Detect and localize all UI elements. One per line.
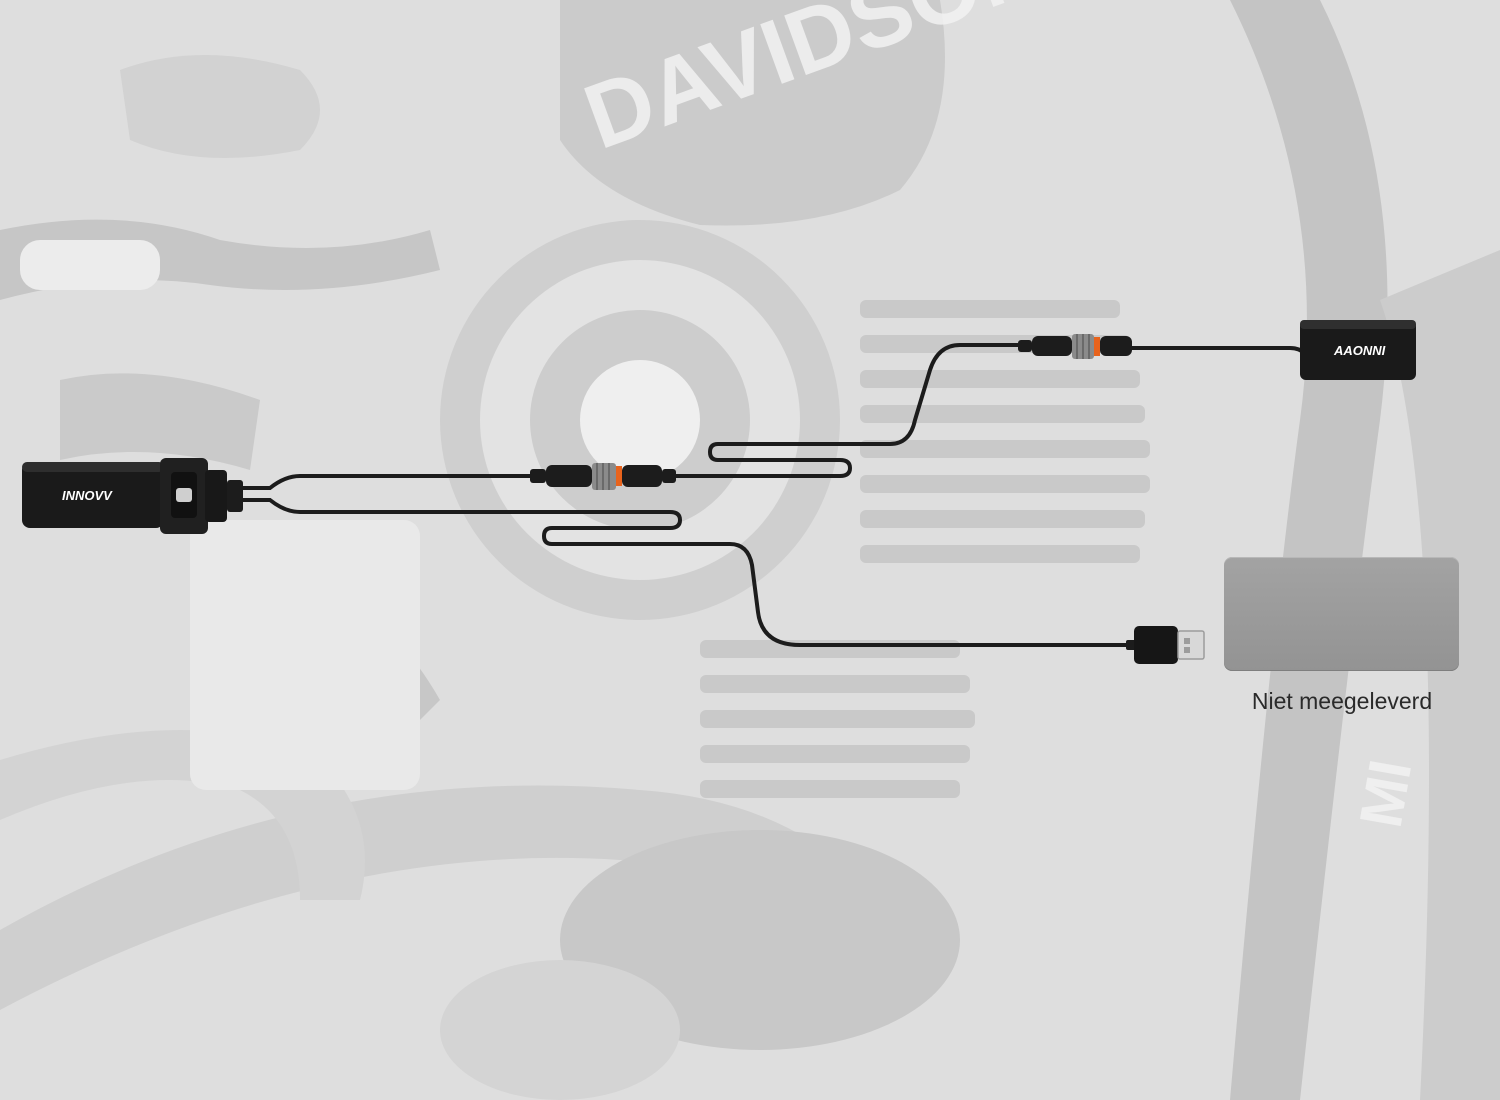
power-bank — [1224, 557, 1459, 671]
dvr-button-icon — [176, 488, 192, 502]
frame-lettering: MI — [1347, 755, 1425, 832]
rear-camera-cable-serpentine — [672, 343, 1020, 478]
front-inline-connector — [530, 463, 676, 490]
power-cable — [242, 498, 1130, 647]
rear-camera-cable — [242, 474, 540, 490]
front-connector-accent — [616, 466, 622, 486]
front-camera-unit: INNOVV — [22, 458, 243, 534]
rear-connector-accent — [1094, 337, 1100, 356]
usb-plug — [1126, 626, 1205, 664]
rear-camera-lead — [1128, 346, 1307, 356]
rear-camera-unit: AAONNI — [1300, 320, 1416, 380]
rear-inline-connector — [1018, 334, 1132, 359]
power-bank-caption: Niet meegeleverd — [1251, 688, 1433, 714]
front-camera-brand: INNOVV — [62, 488, 113, 503]
rear-camera-brand: AAONNI — [1333, 343, 1386, 358]
